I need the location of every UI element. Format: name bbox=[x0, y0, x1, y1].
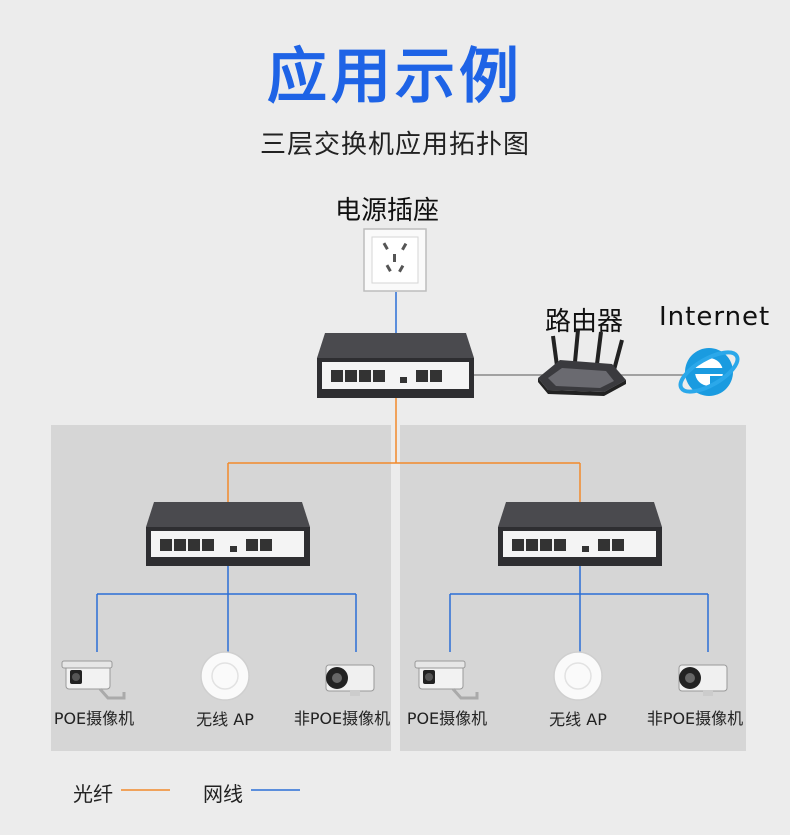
right-device-label: POE摄像机 bbox=[405, 705, 489, 729]
left-device-label: 非POE摄像机 bbox=[290, 705, 394, 729]
right-device-label: 无线 AP bbox=[540, 706, 616, 730]
left-device-label: 无线 AP bbox=[187, 706, 263, 730]
right-device-label: 非POE摄像机 bbox=[643, 705, 747, 729]
legend-fiber-label: 光纤 bbox=[73, 778, 113, 807]
internet-label: Internet bbox=[659, 302, 770, 332]
legend-cable-label: 网线 bbox=[203, 778, 243, 807]
router-label: 路由器 bbox=[545, 301, 623, 338]
left-device-label: POE摄像机 bbox=[52, 705, 136, 729]
power-socket-label: 电源插座 bbox=[335, 190, 439, 227]
